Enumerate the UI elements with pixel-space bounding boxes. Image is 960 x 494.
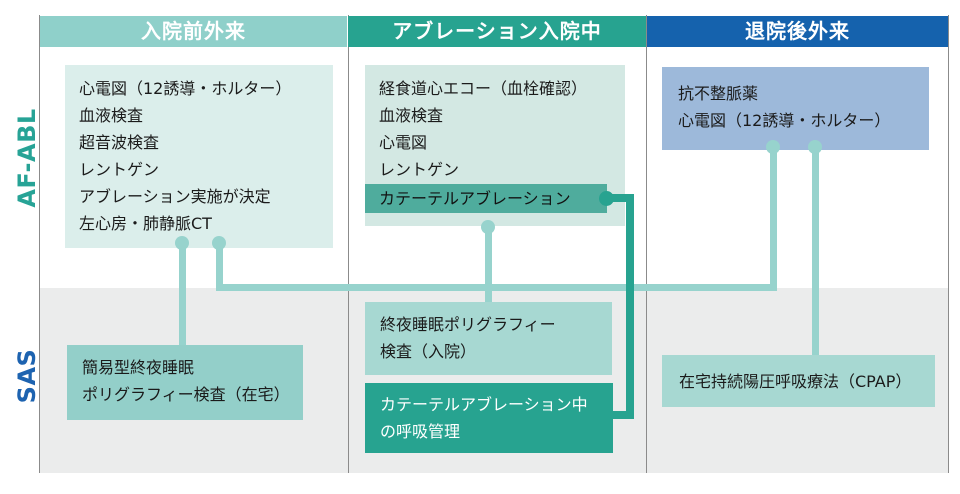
test-item: 簡易型終夜睡眠: [82, 358, 195, 377]
connector-dot: [175, 236, 189, 250]
test-item: 血液検査: [79, 106, 144, 125]
column-header-preadmission: 入院前外来: [40, 16, 347, 47]
connector-pre-drop: [216, 243, 223, 291]
box-sas-respiratory-management: カテーテルアブレーション中 の呼吸管理: [365, 383, 613, 453]
care-item: 心電図（12誘導・ホルター）: [678, 111, 891, 130]
column-divider-mid2: [646, 15, 647, 473]
test-item: アブレーション実施が決定: [79, 187, 271, 206]
connector-dot-dark: [599, 191, 614, 206]
test-item: 超音波検査: [79, 133, 160, 152]
column-divider-mid1: [348, 15, 349, 473]
test-item: 左心房・肺静脈CT: [79, 214, 212, 233]
connector-dot: [808, 140, 822, 154]
connector-post-drop: [770, 147, 777, 291]
box-sas-cpap-therapy: 在宅持続陽圧呼吸療法（CPAP）: [662, 355, 935, 407]
box-sas-inpatient-polygraphy: 終夜睡眠ポリグラフィー 検査（入院）: [365, 302, 612, 375]
test-item: 心電図（12誘導・ホルター）: [79, 79, 292, 98]
connector-dot: [212, 236, 226, 250]
test-item: 心電図: [379, 133, 428, 152]
row-label-af-abl: AF-ABL: [13, 108, 41, 208]
care-item: 在宅持続陽圧呼吸療法（CPAP）: [679, 371, 912, 391]
column-header-postdischarge: 退院後外来: [647, 16, 948, 47]
test-item: ポリグラフィー検査（在宅）: [82, 385, 290, 404]
box-sas-home-polygraphy: 簡易型終夜睡眠 ポリグラフィー検査（在宅）: [67, 345, 303, 420]
connector-hosp-to-inpatient-polygraphy: [485, 227, 492, 302]
connector-ablation-vertical: [626, 194, 634, 419]
care-item: の呼吸管理: [380, 422, 461, 441]
column-divider-left: [39, 15, 40, 473]
connector-dot: [481, 220, 495, 234]
test-item: レントゲン: [79, 160, 160, 179]
test-item: 血液検査: [379, 106, 444, 125]
care-item: 抗不整脈薬: [678, 84, 759, 103]
connector-ablation-elbow-bottom: [612, 411, 634, 419]
connector-ablation-elbow-top: [606, 194, 634, 202]
connector-dot: [766, 140, 780, 154]
column-divider-right: [948, 15, 949, 473]
test-item: レントゲン: [379, 160, 460, 179]
highlight-catheter-ablation: カテーテルアブレーション: [365, 184, 607, 213]
care-item: カテーテルアブレーション中: [380, 395, 588, 414]
connector-post-to-cpap: [812, 147, 819, 355]
column-header-hospitalization: アブレーション入院中: [348, 16, 646, 47]
connector-pre-to-home-polygraphy: [179, 243, 186, 345]
box-af-preadmission-tests: 心電図（12誘導・ホルター） 血液検査 超音波検査 レントゲン アブレーション実…: [65, 65, 333, 248]
box-af-postdischarge-care: 抗不整脈薬 心電図（12誘導・ホルター）: [662, 67, 929, 150]
test-item: 終夜睡眠ポリグラフィー: [380, 315, 556, 334]
test-item: 経食道心エコー（血栓確認）: [379, 79, 588, 98]
row-label-sas: SAS: [13, 348, 41, 404]
test-item: 検査（入院）: [380, 342, 477, 361]
connector-horizontal-sas-path: [216, 284, 777, 291]
